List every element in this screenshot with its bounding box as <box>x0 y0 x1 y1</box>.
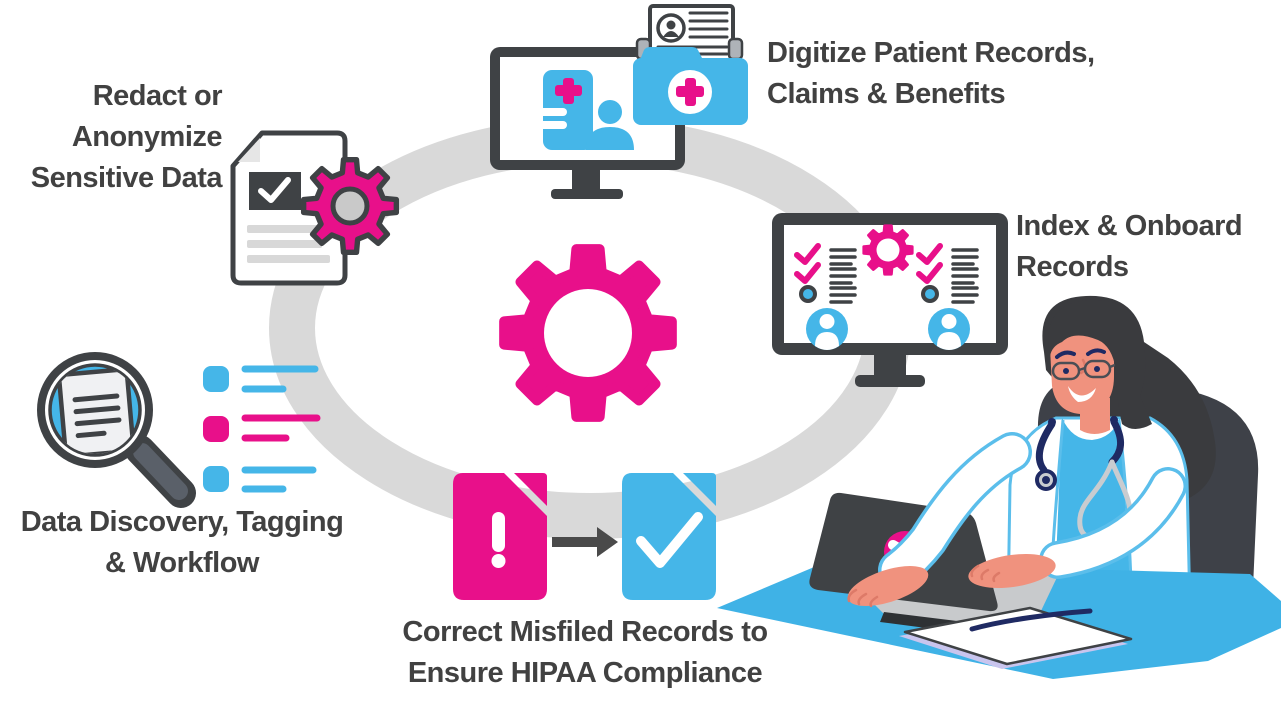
arrow-right-icon <box>552 527 618 557</box>
label-digitize-line1: Digitize Patient Records, <box>767 37 1095 69</box>
central-gear-icon <box>504 249 672 417</box>
check-icon <box>258 177 291 203</box>
label-discovery-line1: Data Discovery, Tagging <box>20 506 344 538</box>
label-correct-line2: Ensure HIPAA Compliance <box>407 657 763 689</box>
tag-list-item <box>203 365 319 393</box>
pen-icon <box>969 608 1093 632</box>
hair-front <box>1048 299 1152 429</box>
label-redact-line2: Anonymize <box>71 121 223 153</box>
redact-document-icon <box>230 130 397 286</box>
check-icon <box>636 512 703 568</box>
magnified-document-icon <box>56 367 136 454</box>
doctor-illustration <box>717 295 1281 679</box>
misfiled-document-icon <box>453 473 547 600</box>
label-digitize-line2: Claims & Benefits <box>767 78 1006 110</box>
label-discovery: Data Discovery, Tagging & Workflow <box>0 502 364 584</box>
label-correct: Correct Misfiled Records to Ensure HIPAA… <box>382 612 788 694</box>
label-index-line1: Index & Onboard <box>1016 210 1243 242</box>
doctor-right-arm <box>847 432 1032 608</box>
doctor-left-arm <box>968 467 1187 588</box>
label-index: Index & Onboard Records <box>1016 206 1276 288</box>
digitize-monitor-icon <box>490 4 748 199</box>
label-digitize: Digitize Patient Records, Claims & Benef… <box>767 33 1237 115</box>
magnifier-icon <box>37 352 196 508</box>
label-correct-line1: Correct Misfiled Records to <box>402 616 768 648</box>
index-monitor-icon <box>772 213 1008 387</box>
label-index-line2: Records <box>1016 251 1129 283</box>
index-checklist-left <box>797 246 857 350</box>
glasses-icon <box>1051 354 1137 381</box>
doctor-face <box>1048 299 1152 429</box>
label-redact-line1: Redact or <box>92 80 223 112</box>
compliant-document-icon <box>622 473 716 600</box>
label-discovery-line2: & Workflow <box>105 547 259 579</box>
tag-list-item <box>203 414 321 442</box>
notepad-icon <box>899 606 1133 669</box>
patient-card-icon <box>536 70 634 150</box>
smile <box>1068 386 1096 402</box>
label-redact: Redact or Anonymize Sensitive Data <box>0 76 223 199</box>
exclamation-icon <box>492 512 505 552</box>
patient-folder-icon <box>633 47 748 125</box>
index-checklist-right <box>919 246 979 350</box>
redact-gear-icon <box>304 160 397 253</box>
tag-list-icon <box>203 365 321 493</box>
label-redact-line3: Sensitive Data <box>30 162 223 194</box>
index-gear-icon <box>862 224 914 276</box>
tag-list-item <box>203 466 317 493</box>
